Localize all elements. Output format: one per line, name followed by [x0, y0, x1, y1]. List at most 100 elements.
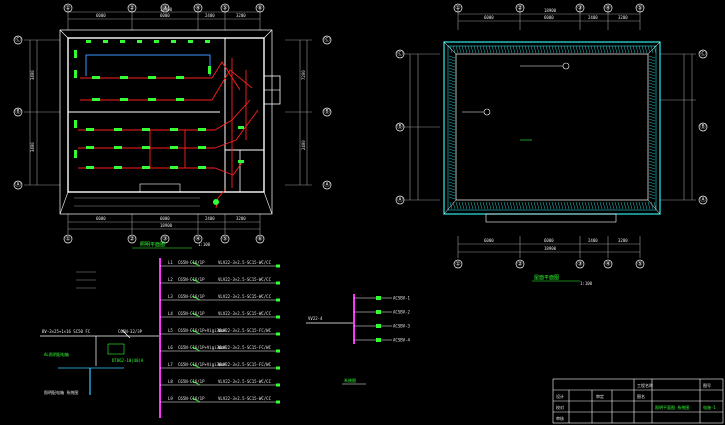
hatch-tick	[593, 45, 597, 54]
hatch-tick	[448, 151, 456, 155]
hatch-tick	[448, 184, 456, 188]
hatch-tick	[524, 201, 528, 210]
hatch-tick	[548, 45, 552, 54]
hatch-tick	[648, 79, 656, 83]
tb-project-label: 工程名称	[637, 382, 653, 388]
hatch-tick	[614, 45, 618, 54]
hatch-tick	[602, 201, 606, 210]
hatch-tick	[536, 45, 540, 54]
hatch-tick	[563, 45, 567, 54]
hatch-tick	[455, 201, 459, 210]
hatch-tick	[632, 201, 636, 210]
hatch-tick	[452, 45, 456, 54]
plan2-axis-bottom-5: ⑤	[637, 261, 642, 268]
hatch-tick	[648, 97, 656, 101]
hatch-tick	[448, 103, 456, 107]
plan1-axis-bottom-1: ①	[65, 236, 70, 243]
hatch-tick	[648, 154, 656, 158]
hatch-tick	[648, 196, 656, 200]
plan1-axis-top-1: ①	[65, 5, 70, 12]
hatch-tick	[648, 169, 656, 173]
hatch-tick	[476, 201, 480, 210]
hatch-tick	[596, 201, 600, 210]
hatch-tick	[542, 201, 546, 210]
hatch-tick	[448, 121, 456, 125]
plan2-axis-bubbles	[395, 3, 708, 269]
plan1-dim-top-4: 3200	[236, 13, 246, 18]
schematic-note: 照明配电箱 系统图	[44, 389, 78, 395]
hatch-tick	[473, 45, 477, 54]
hatch-tick	[448, 118, 456, 122]
hatch-tick	[648, 172, 656, 176]
branch-row: ACSBV-4	[354, 338, 410, 343]
plan2-title: 屋面平面图 1:100	[532, 275, 593, 286]
hatch-tick	[648, 100, 656, 104]
hatch-tick	[494, 45, 498, 54]
circuit-id: L5	[168, 328, 173, 333]
plan2-axis-labels: ① ② ③ ④ ⑤ ① ② ③ ④ ⑤ Ⓒ Ⓑ Ⓐ Ⓒ Ⓑ Ⓐ	[397, 5, 706, 268]
hatch-tick	[448, 133, 456, 137]
hatch-tick	[455, 45, 459, 54]
distribution-schematic: BV-3×25+1×16 SC50 FC C65N-32/3P AL照明配电箱 …	[40, 258, 280, 418]
circuit-breaker: C65N-C16/1P	[178, 260, 205, 265]
plan2-lightning-rods	[462, 62, 570, 141]
circuit-cable: VLV22-3×2.5-SC15-WC/CC	[218, 379, 272, 384]
small-schematic-label: 系统图	[344, 377, 356, 383]
hatch-tick	[452, 201, 456, 210]
schematic-legend-box	[76, 271, 96, 289]
hatch-tick	[448, 178, 456, 182]
plan1-caption: 照明平面图	[140, 242, 165, 248]
hatch-tick	[512, 201, 516, 210]
hatch-tick	[448, 157, 456, 161]
hatch-tick	[626, 201, 630, 210]
tb-row-4: 审定	[596, 393, 604, 399]
hatch-tick	[551, 45, 555, 54]
hatch-tick	[467, 45, 471, 54]
schematic-meter-box	[107, 343, 125, 355]
hatch-tick	[488, 45, 492, 54]
hatch-tick	[648, 163, 656, 167]
hatch-tick	[524, 45, 528, 54]
plan1-axis-top-2: ②	[129, 5, 134, 12]
hatch-tick	[448, 88, 456, 92]
hatch-tick	[518, 201, 522, 210]
hatch-tick	[527, 45, 531, 54]
hatch-tick	[644, 45, 648, 54]
plan2-caption: 屋面平面图	[534, 275, 559, 281]
hatch-tick	[648, 70, 656, 74]
hatch-tick	[593, 201, 597, 210]
plan2-dim-bottom-2: 6000	[544, 238, 554, 243]
schematic-incoming	[40, 329, 160, 395]
hatch-tick	[578, 45, 582, 54]
hatch-tick	[648, 127, 656, 131]
hatch-tick	[521, 201, 525, 210]
hatch-tick	[648, 139, 656, 143]
hatch-tick	[599, 45, 603, 54]
branch-row: ACSBV-3	[354, 324, 410, 329]
hatch-tick	[648, 85, 656, 89]
hatch-tick	[448, 55, 456, 59]
branch-label: ACSBV-4	[393, 338, 410, 343]
title-block-texts: 设计 校对 审核 审定 工程名称 图名 照明平面图 系统图 图号 电施-1	[556, 382, 716, 421]
circuit-cable: VLV22-3×2.5-SC15-WC/CC	[218, 311, 272, 316]
hatch-tick	[448, 169, 456, 173]
plan1-scale: 1:100	[198, 242, 211, 247]
hatch-tick	[560, 45, 564, 54]
hatch-tick	[650, 201, 654, 210]
plan1-dim-left-1: 3400	[30, 70, 35, 80]
hatch-tick	[448, 124, 456, 128]
hatch-tick	[533, 201, 537, 210]
hatch-tick	[648, 121, 656, 125]
plan2-dim-bottom-4: 3200	[618, 238, 628, 243]
circuit-load-mark	[276, 298, 280, 302]
hatch-tick	[647, 45, 651, 54]
schematic-panel-label: AL照明配电箱	[44, 351, 69, 357]
hatch-tick	[611, 201, 615, 210]
plan2-dim-top-2: 6000	[544, 15, 554, 20]
plan1-dim-top-3: 2400	[205, 13, 215, 18]
branch-label: ACSBV-3	[393, 324, 410, 329]
hatch-tick	[518, 45, 522, 54]
